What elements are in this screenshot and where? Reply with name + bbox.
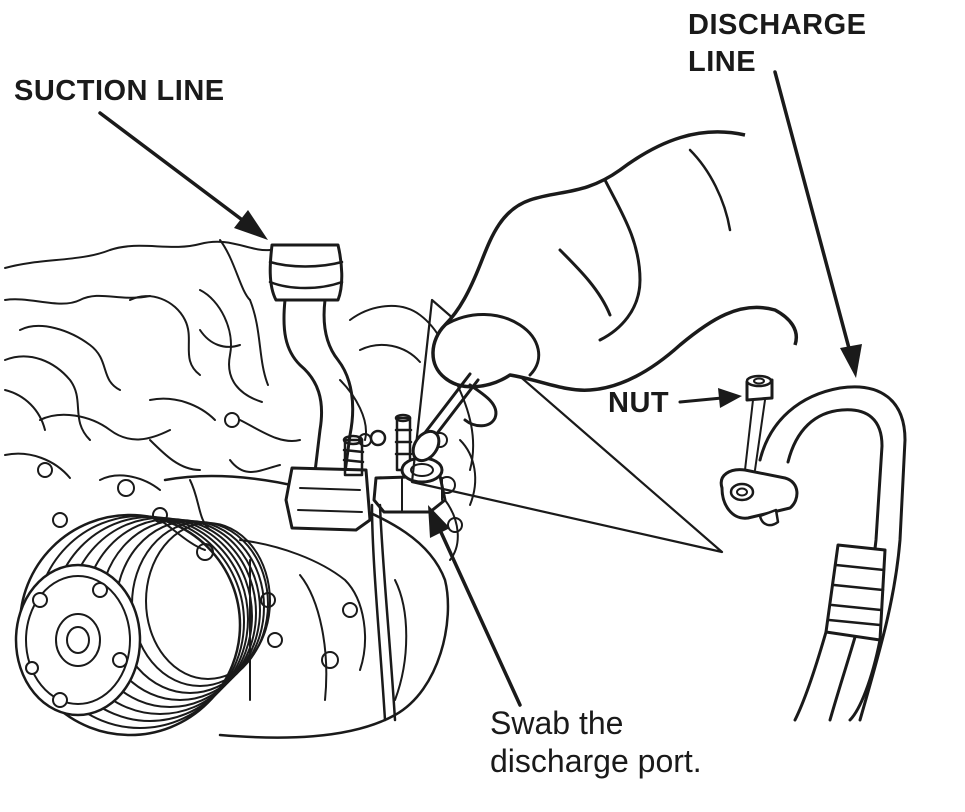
nut xyxy=(744,374,774,471)
suction-line-arrow xyxy=(98,111,268,240)
technician-hand xyxy=(431,130,798,428)
discharge-line-arrow xyxy=(773,70,862,378)
discharge-line-label-line1: DISCHARGE xyxy=(688,9,867,41)
mounting-studs xyxy=(342,413,413,477)
discharge-line-label-line2: LINE xyxy=(688,46,757,78)
nut-label: NUT xyxy=(608,387,670,419)
swab xyxy=(411,372,480,463)
suction-line-pipe xyxy=(268,243,372,532)
suction-line-label: SUCTION LINE xyxy=(14,75,225,107)
wire-harness xyxy=(370,503,397,722)
clutch-plate xyxy=(14,563,142,717)
discharge-port xyxy=(372,456,447,514)
swab-caption-arrow xyxy=(428,505,522,707)
nut-arrow xyxy=(678,388,742,408)
discharge-fitting xyxy=(719,468,799,527)
compressor-body xyxy=(163,474,450,739)
swab-caption-line1: Swab the xyxy=(490,705,624,741)
compressor-pulley xyxy=(18,513,271,737)
zoom-callout-lines xyxy=(410,298,724,554)
swab-caption-line2: discharge port. xyxy=(490,743,702,779)
discharge-line-pipe xyxy=(758,385,907,722)
